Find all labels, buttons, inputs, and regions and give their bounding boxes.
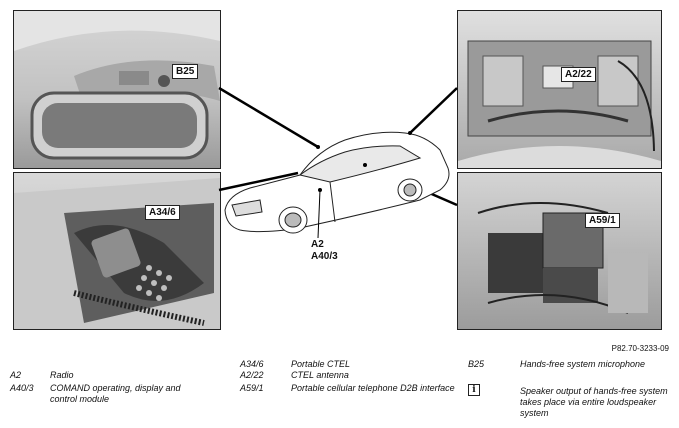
leader-a2 <box>317 189 321 239</box>
legend-item-a2: A2 Radio <box>10 370 220 382</box>
legend-code: A59/1 <box>240 383 264 393</box>
legend-note: Speaker output of hands-free system take… <box>520 386 670 422</box>
info-icon: i <box>468 384 480 396</box>
photo-d2b-interface <box>457 172 662 330</box>
figure-reference: P82.70-3233-09 <box>611 344 669 353</box>
car-outline <box>224 131 450 234</box>
legend-code: B25 <box>468 359 485 369</box>
leader-a2-22 <box>409 87 458 134</box>
d2b-illustration <box>477 202 648 314</box>
photo-trunk-antenna <box>457 10 662 169</box>
callout-a40-3: A40/3 <box>311 251 338 262</box>
legend-code: A2 <box>10 370 22 380</box>
legend-desc: Portable cellular telephone D2B interfac… <box>291 383 455 393</box>
point-b25 <box>316 145 320 149</box>
callout-a2: A2 <box>311 239 324 250</box>
callout-b25: B25 <box>172 64 199 79</box>
callout-a59-1: A59/1 <box>585 213 620 228</box>
trunk-illustration <box>458 40 661 168</box>
legend-item-a40-3: A40/3 COMAND operating, display and cont… <box>10 383 220 407</box>
legend-item-a2-22: A2/22 CTEL antenna <box>240 370 450 382</box>
legend-item-b25: B25 Hands-free system microphone <box>468 359 673 371</box>
point-a2-22 <box>408 131 412 135</box>
callout-a2-22: A2/22 <box>561 67 596 82</box>
legend-desc: Radio <box>50 370 74 380</box>
callout-a34-6: A34/6 <box>145 205 180 220</box>
legend-desc: Portable CTEL <box>291 359 351 369</box>
legend-note-text: Speaker output of hands-free system take… <box>520 386 668 418</box>
mirror-illustration <box>14 11 220 160</box>
legend-item-a59-1: A59/1 Portable cellular telephone D2B in… <box>240 383 455 407</box>
legend-item-a34-6: A34/6 Portable CTEL <box>240 359 450 371</box>
photo-ctel-console <box>13 172 221 330</box>
legend-code: A40/3 <box>10 383 34 393</box>
legend-code: A2/22 <box>240 370 264 380</box>
legend-desc: CTEL antenna <box>291 370 349 380</box>
leader-a34-6 <box>218 171 299 192</box>
legend-desc: COMAND operating, display and control mo… <box>50 383 181 404</box>
legend-code: A34/6 <box>240 359 264 369</box>
legend-desc: Hands-free system microphone <box>520 359 646 369</box>
point-a59-1 <box>363 163 367 167</box>
photo-mirror-microphone <box>13 10 221 169</box>
leader-b25 <box>218 86 319 149</box>
